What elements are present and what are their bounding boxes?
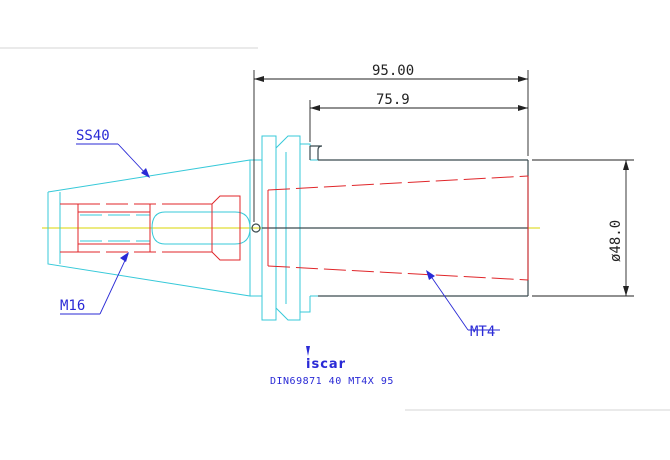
- mt4-label: MT4: [470, 324, 495, 340]
- m16-label: M16: [60, 298, 85, 314]
- holder-body: [251, 145, 529, 297]
- dimension-overall-length: 95.00: [253, 63, 529, 222]
- dimension-bore-depth: 75.9: [309, 92, 528, 142]
- bore-depth-value: 75.9: [376, 92, 410, 108]
- sheet-border: [0, 47, 670, 411]
- dimension-diameter: ø48.0: [532, 159, 634, 297]
- ss40-label: SS40: [76, 128, 110, 144]
- holder-outline: [47, 135, 318, 321]
- label-mt4: MT4: [426, 270, 500, 340]
- label-ss40: SS40: [76, 128, 150, 178]
- iscar-logo: iscar: [306, 346, 346, 372]
- overall-length-value: 95.00: [372, 63, 414, 79]
- part-designation: DIN69871 40 MT4X 95: [270, 376, 394, 387]
- hidden-features: [60, 175, 529, 281]
- logo-text: iscar: [306, 357, 346, 372]
- diameter-value: ø48.0: [608, 220, 624, 262]
- label-m16: M16: [60, 252, 129, 315]
